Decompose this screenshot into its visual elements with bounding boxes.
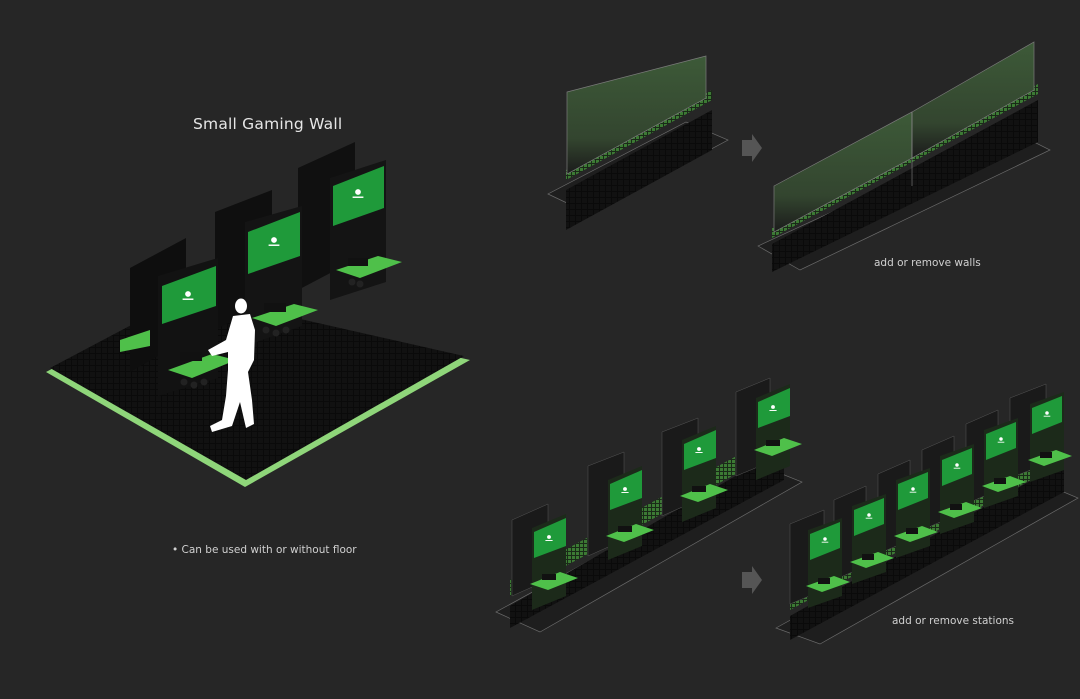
station — [894, 468, 938, 558]
station — [680, 426, 728, 522]
arrow-icon — [742, 134, 762, 162]
station — [606, 466, 654, 560]
shelf — [336, 256, 402, 278]
station — [850, 494, 894, 584]
six-station-wall-illustration — [775, 383, 1079, 645]
double-wall-illustration — [757, 41, 1051, 272]
station — [938, 444, 982, 534]
single-wall-illustration — [547, 55, 729, 230]
stations-caption: add or remove stations — [892, 615, 1014, 627]
shelf — [252, 304, 318, 326]
section-title: Small Gaming Wall — [193, 115, 343, 133]
station — [754, 384, 802, 480]
person-silhouette — [208, 298, 255, 432]
shelf — [168, 354, 236, 378]
screen — [333, 166, 384, 226]
station — [1028, 392, 1072, 482]
screen — [248, 212, 300, 274]
four-station-wall-illustration — [495, 377, 803, 633]
arrow-icon — [742, 566, 762, 594]
small-gaming-wall-illustration — [46, 142, 470, 487]
station — [806, 518, 850, 608]
station — [530, 514, 578, 610]
walls-caption: add or remove walls — [874, 257, 981, 269]
station — [982, 418, 1026, 508]
floor-note: • Can be used with or without floor — [172, 544, 357, 556]
